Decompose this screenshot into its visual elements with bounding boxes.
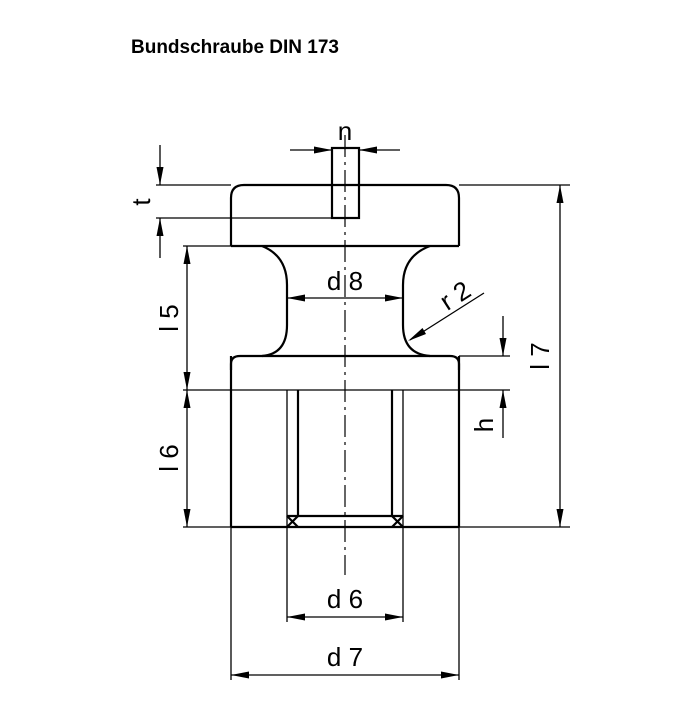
label-l6: l 6 bbox=[154, 444, 184, 471]
label-t: t bbox=[126, 198, 156, 206]
label-l7: l 7 bbox=[525, 342, 555, 369]
dimension-lines bbox=[156, 145, 570, 680]
label-d8: d 8 bbox=[327, 266, 363, 296]
label-d6: d 6 bbox=[327, 584, 363, 614]
label-d7: d 7 bbox=[327, 642, 363, 672]
label-r2: r 2 bbox=[434, 275, 476, 317]
label-n: n bbox=[338, 116, 352, 146]
drawing-title: Bundschraube DIN 173 bbox=[131, 37, 339, 58]
label-l5: l 5 bbox=[154, 304, 184, 331]
label-h: h bbox=[469, 418, 499, 432]
